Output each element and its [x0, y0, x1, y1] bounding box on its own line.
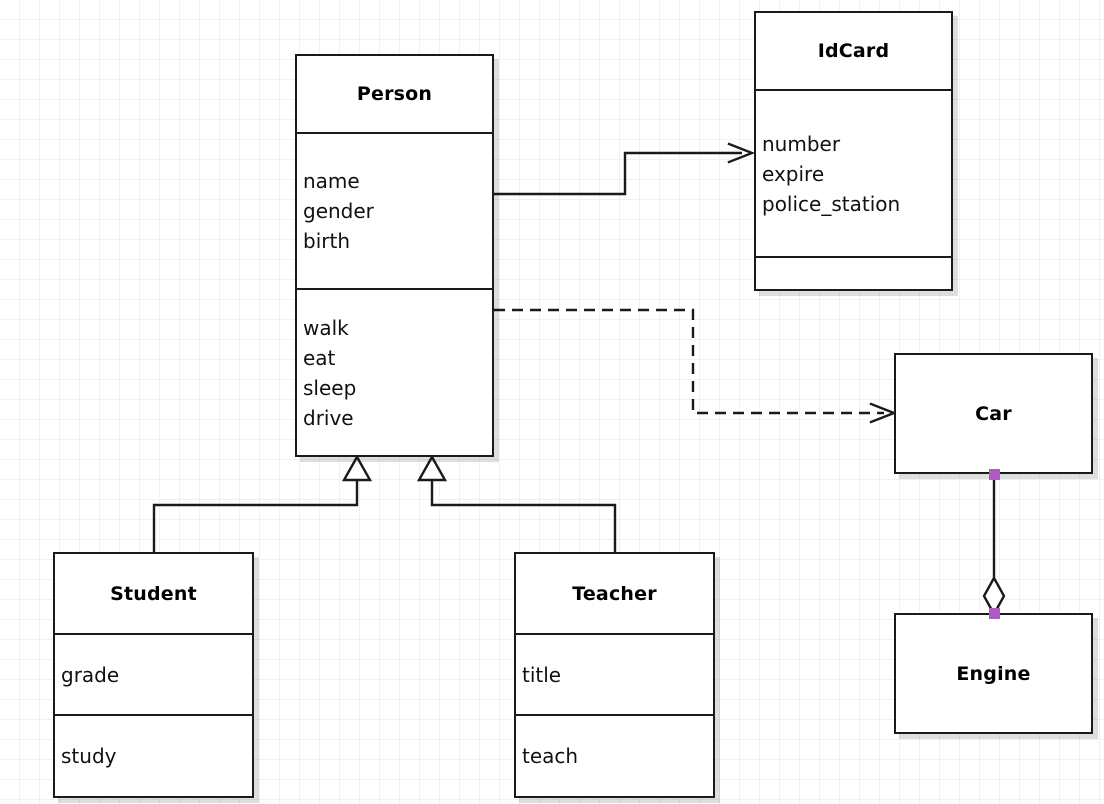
generalization-teacher-person[interactable] [416, 454, 617, 552]
open-arrowhead-icon [727, 142, 756, 164]
attribute-item: name [303, 169, 360, 193]
class-attributes-teacher: title [516, 633, 713, 714]
class-box-teacher[interactable]: Teacher title teach [514, 552, 715, 798]
connection-handle-engine-top[interactable] [989, 608, 1000, 619]
attribute-item: title [522, 662, 562, 687]
class-title-person: Person [356, 83, 433, 105]
class-title-idcard: IdCard [817, 40, 890, 62]
attribute-item: grade [61, 662, 120, 687]
association-person-idcard[interactable] [494, 142, 756, 196]
generalization-student-person[interactable] [152, 454, 373, 552]
class-methods-teacher: teach [516, 714, 713, 796]
attribute-item: number [762, 131, 841, 156]
attribute-item: gender [303, 199, 374, 223]
aggregation-car-engine[interactable] [982, 474, 1006, 617]
class-methods-person: walk eat sleep drive [297, 288, 492, 455]
hollow-triangle-arrowhead-icon [416, 454, 448, 482]
class-box-engine[interactable]: Engine [894, 613, 1093, 734]
class-box-car[interactable]: Car [894, 353, 1093, 474]
attribute-item: birth [303, 229, 350, 253]
class-title-teacher: Teacher [572, 582, 657, 605]
class-title-car: Car [975, 402, 1012, 425]
connection-handle-car-bottom[interactable] [989, 469, 1000, 480]
dependency-person-car[interactable] [494, 308, 898, 424]
class-title-engine: Engine [956, 662, 1031, 685]
class-methods-idcard [756, 256, 951, 293]
method-item: teach [522, 744, 579, 768]
method-item: walk [303, 315, 349, 340]
class-box-idcard[interactable]: IdCard number expire police_station [754, 11, 953, 291]
class-attributes-person: name gender birth [297, 132, 492, 288]
attribute-item: expire [762, 161, 825, 186]
method-item: drive [303, 405, 354, 430]
method-item: sleep [303, 375, 357, 400]
class-attributes-idcard: number expire police_station [756, 89, 951, 256]
method-item: study [61, 744, 117, 768]
method-item: eat [303, 345, 336, 370]
class-methods-student: study [55, 714, 252, 796]
class-box-student[interactable]: Student grade study [53, 552, 254, 798]
class-box-person[interactable]: Person name gender birth walk eat sleep … [295, 54, 494, 457]
attribute-item: police_station [762, 191, 901, 216]
class-title-student: Student [110, 582, 197, 605]
hollow-triangle-arrowhead-icon [341, 454, 373, 482]
open-arrowhead-icon [869, 402, 898, 424]
class-attributes-student: grade [55, 633, 252, 714]
